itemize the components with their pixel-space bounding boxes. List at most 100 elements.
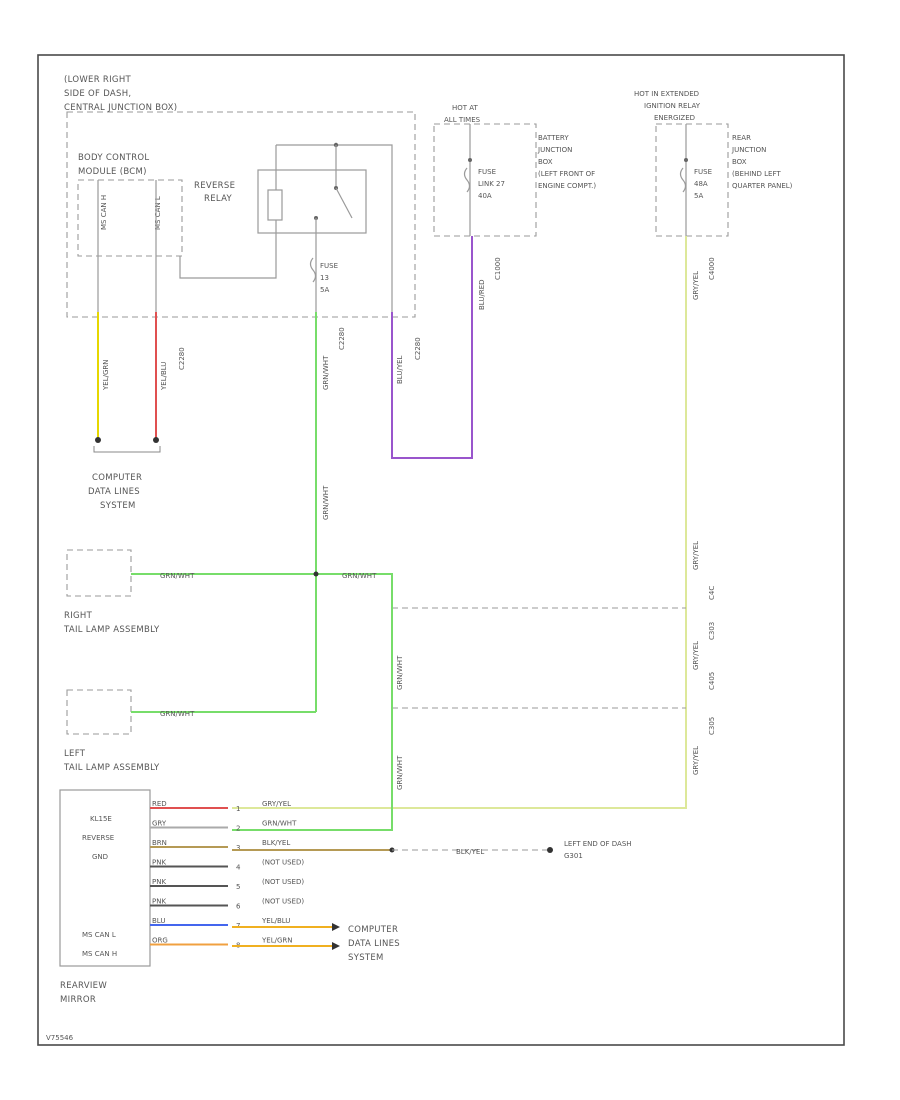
wire-label-bcm-b: YEL/BLU — [160, 362, 168, 391]
wire-label-bcm-a: YEL/GRN — [102, 360, 110, 391]
ground-terminal — [547, 847, 553, 853]
mirror-wire-label: (NOT USED) — [262, 859, 304, 867]
mirror-pin-number: 3 — [236, 844, 240, 852]
mirror-label-2: MIRROR — [60, 995, 96, 1005]
wire-label-fuse1: GRN/WHT — [322, 355, 330, 390]
ground-label-2: G301 — [564, 852, 583, 860]
arrow-can-h — [332, 942, 340, 950]
mirror-stub-label: ORG — [152, 937, 168, 945]
left-tail-label-1: LEFT — [64, 749, 86, 759]
mirror-stub-label: GRY — [152, 820, 167, 828]
bcm-pin-a-label: MS CAN H — [100, 195, 108, 230]
hot-label-1: HOT AT — [452, 104, 479, 112]
ijb-label-3: CENTRAL JUNCTION BOX) — [64, 103, 177, 113]
connector-label-bcm: C2280 — [178, 347, 186, 370]
mirror-stub-label: PNK — [152, 878, 166, 886]
mirror-pin-4: MS CAN L — [82, 931, 116, 939]
rear-junction-box — [655, 123, 729, 237]
left-tail-label-2: TAIL LAMP ASSEMBLY — [63, 763, 160, 773]
hot-ext-label-3: ENERGIZED — [654, 114, 695, 122]
ijb-label-2: SIDE OF DASH, — [64, 89, 131, 99]
bcm-label-2: MODULE (BCM) — [78, 167, 147, 177]
wire-label-relay-in: BLU/YEL — [396, 355, 404, 384]
rjb-junction-dot — [684, 158, 688, 162]
cdl-bracket — [93, 446, 161, 453]
rjb-label-5: QUARTER PANEL) — [732, 182, 793, 190]
connector-c-c: C405 — [708, 672, 716, 690]
fuse-13-symbol — [309, 257, 317, 283]
rjb-label-2: JUNCTION — [731, 146, 766, 154]
cdl-bottom-label-1: COMPUTER — [348, 925, 398, 935]
wire-label-yel-2: GRY/YEL — [692, 641, 700, 670]
wire-label-right-tail-2: GRN/WHT — [342, 572, 377, 580]
mirror-wire-label: (NOT USED) — [262, 898, 304, 906]
relay-label-1: REVERSE — [194, 181, 235, 191]
wire-right-tail — [131, 573, 393, 831]
diagram-frame — [37, 54, 845, 1046]
wire-ignition-feed — [232, 236, 687, 809]
wire-label-left-tail: GRN/WHT — [160, 710, 195, 718]
mirror-pin-2: REVERSE — [82, 834, 114, 842]
central-junction-box — [66, 111, 416, 318]
wire-label-fuse3: GRY/YEL — [692, 271, 700, 300]
left-tail-lamp — [66, 689, 132, 735]
rearview-mirror — [59, 789, 151, 967]
ground-label-1: LEFT END OF DASH — [564, 840, 632, 848]
mirror-wire-label: GRN/WHT — [262, 820, 297, 828]
mirror-connector-rows: RED 1 GRY/YEL GRY 2 GRN/WHT BRN 3 BLK/YEL PNK 4 (NO… — [150, 800, 304, 950]
right-tail-label-2: TAIL LAMP ASSEMBLY — [63, 625, 160, 635]
connector-label-fuse2: C1000 — [494, 257, 502, 280]
bcm-label-1: BODY CONTROL — [78, 153, 149, 163]
bjb-label-3: BOX — [538, 158, 553, 166]
bjb-junction-dot — [468, 158, 472, 162]
right-tail-lamp — [66, 549, 132, 597]
cdl-bottom-label-2: DATA LINES — [348, 939, 400, 949]
battery-junction-box — [433, 123, 537, 237]
cdl-top-label-1: COMPUTER — [92, 473, 142, 483]
bjb-label-1: BATTERY — [538, 134, 569, 142]
hot-ext-label-1: HOT IN EXTENDED — [634, 90, 699, 98]
connector-c-d: C305 — [708, 717, 716, 735]
connector-label-fuse3: C4000 — [708, 257, 716, 280]
mirror-stub-label: BLU — [152, 917, 165, 925]
mirror-wire-label: GRY/YEL — [262, 800, 291, 808]
fuse-link-label-1: FUSE — [478, 168, 496, 176]
hot-ext-label-2: IGNITION RELAY — [644, 102, 701, 110]
connector-label-fuse1: C2280 — [338, 327, 346, 350]
mirror-stub-label: RED — [152, 800, 167, 808]
mirror-pin-1: KL15E — [90, 815, 112, 823]
wire-label-rev-down: GRN/WHT — [396, 755, 404, 790]
mirror-label-1: REARVIEW — [60, 981, 107, 991]
mirror-stub-label: PNK — [152, 898, 166, 906]
cdl-bottom-label-3: SYSTEM — [348, 953, 384, 963]
bcm-can-h-terminal — [95, 437, 101, 443]
fuse-48-label-2: 48A — [694, 180, 708, 188]
relay-coil — [267, 189, 283, 221]
cdl-top-label-2: DATA LINES — [88, 487, 140, 497]
wire-label-fuse2: BLU/RED — [478, 279, 486, 310]
relay-switch-arm — [335, 187, 353, 219]
wire-label-ground: BLK/YEL — [456, 848, 484, 856]
mirror-pin-number: 4 — [236, 864, 241, 872]
mirror-pin-number: 1 — [236, 805, 240, 813]
relay-coil-return-line — [179, 220, 277, 279]
mirror-pin-number: 2 — [236, 825, 240, 833]
mirror-pin-number: 6 — [236, 903, 241, 911]
bcm-pin-b-label: MS CAN L — [154, 196, 162, 230]
bjb-label-2: JUNCTION — [537, 146, 572, 154]
diagram-id: V75546 — [46, 1034, 74, 1042]
splice-dot — [313, 571, 319, 577]
mirror-wire-label: YEL/BLU — [261, 917, 290, 925]
wire-label-yel-3: GRY/YEL — [692, 746, 700, 775]
relay-feed-line — [276, 144, 393, 312]
mirror-stub-label: PNK — [152, 859, 166, 867]
connector-label-relay: C2280 — [414, 337, 422, 360]
bjb-label-4: (LEFT FRONT OF — [538, 170, 595, 178]
mirror-wire-label: BLK/YEL — [262, 839, 290, 847]
rjb-label-1: REAR — [732, 134, 751, 142]
fuse-48-label-3: 5A — [694, 192, 703, 200]
mirror-stub-label: BRN — [152, 839, 167, 847]
connector-c-b: C303 — [708, 622, 716, 640]
bcm-can-l-terminal — [153, 437, 159, 443]
